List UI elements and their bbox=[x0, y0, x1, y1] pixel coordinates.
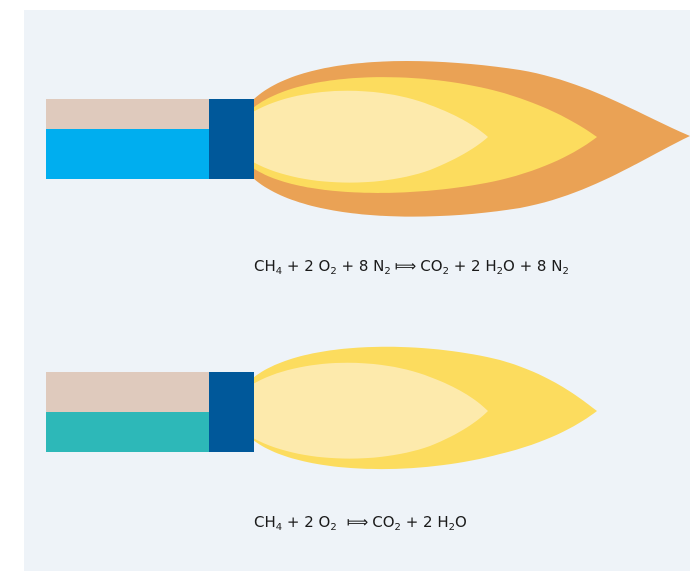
eq2-term-2: + 2 O2 bbox=[282, 513, 337, 533]
eq1-term-1: CH4 bbox=[254, 257, 283, 277]
eq1-product-1: CO2 bbox=[420, 257, 449, 277]
oxy-stream-pipe bbox=[46, 412, 210, 452]
air-burner bbox=[46, 61, 690, 217]
air-stream-pipe bbox=[46, 129, 210, 179]
eq1-product-2: + 2 H2 bbox=[448, 257, 504, 277]
reaction-arrow-icon: ⟾ bbox=[394, 257, 417, 275]
oxy-fuel-pipe bbox=[46, 372, 210, 412]
air-flame-core bbox=[253, 90, 488, 183]
eq2-product-1: CO2 bbox=[372, 513, 401, 533]
air-combustion-equation: CH4 + 2 O2 + 8 N2⟾CO2 + 2 H2O + 8 N2 bbox=[254, 257, 569, 277]
reaction-arrow-icon: ⟾ bbox=[346, 513, 369, 531]
oxygen-combustion-equation: CH4 + 2 O2 ⟾CO2 + 2 H2O bbox=[254, 513, 467, 533]
oxy-burner-nozzle bbox=[209, 372, 254, 452]
eq2-term-1: CH4 bbox=[254, 513, 283, 533]
air-burner-nozzle bbox=[209, 99, 254, 179]
oxy-flame-core bbox=[253, 362, 488, 459]
eq2-product-3: O bbox=[455, 513, 467, 531]
eq1-term-2: + 2 O2 bbox=[282, 257, 337, 277]
air-fuel-pipe bbox=[46, 99, 210, 129]
eq2-product-2: + 2 H2 bbox=[400, 513, 455, 533]
eq1-product-3: O + 8 N2 bbox=[503, 257, 569, 277]
oxygen-burner bbox=[46, 346, 597, 470]
eq1-term-3: + 8 N2 bbox=[336, 257, 391, 277]
